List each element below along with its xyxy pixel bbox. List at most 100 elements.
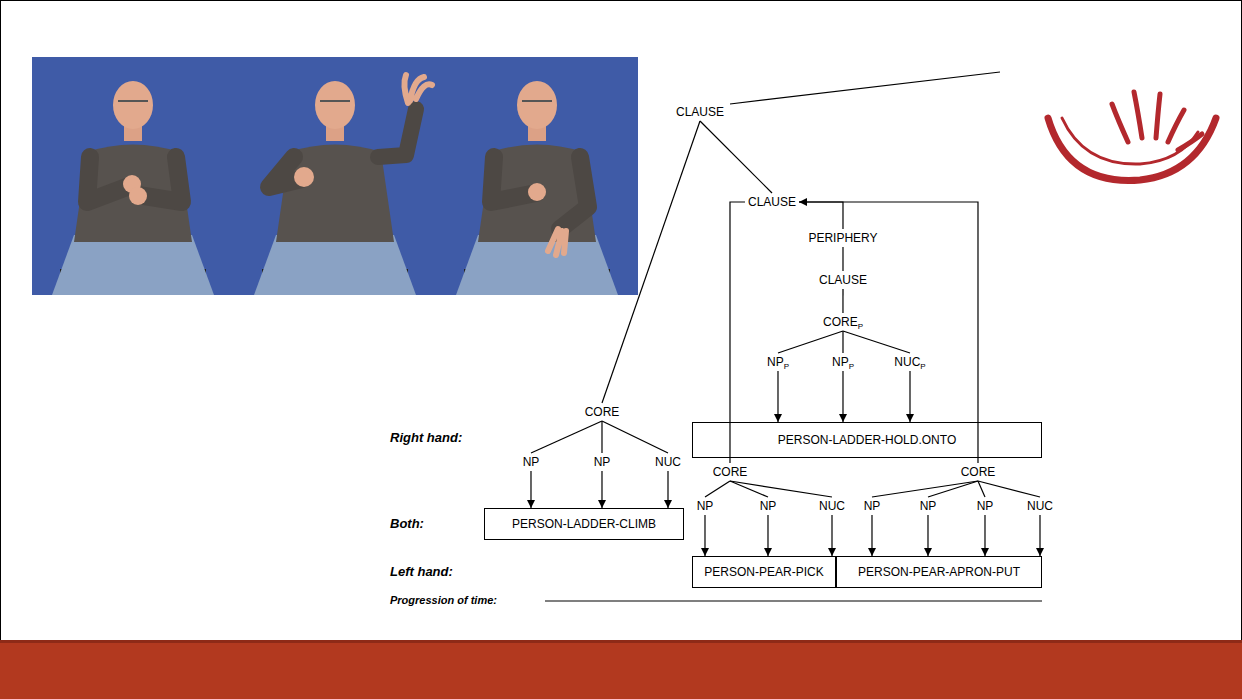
time-axis: [545, 600, 1042, 601]
tree-line: [978, 481, 985, 497]
logo: [1048, 92, 1216, 180]
node-text: NP: [977, 499, 994, 513]
node-text: PERSON-PEAR-PICK: [702, 565, 825, 579]
node-text: CORE: [961, 465, 996, 479]
node-text: NP: [920, 499, 937, 513]
node-text: NUC: [894, 355, 920, 369]
node-text: NP: [832, 355, 849, 369]
fist: [528, 183, 546, 201]
tree-line: [928, 481, 978, 497]
photo-ground: [32, 57, 234, 295]
node-text: PERSON-PEAR-APRON-PUT: [856, 565, 1022, 579]
node-text: NP: [767, 355, 784, 369]
tree-arrow: [831, 515, 832, 556]
tree-arrow: [909, 371, 910, 422]
node-text: CLAUSE: [748, 195, 796, 209]
tree-arrow: [667, 471, 668, 508]
tree-label: CORE: [959, 464, 998, 480]
node-text: NP: [594, 455, 611, 469]
tree-line: [799, 202, 978, 463]
tree-label: NPP: [765, 354, 791, 370]
tree-label: NP: [975, 498, 996, 514]
tree-arrow: [704, 515, 705, 556]
tree-line: [843, 331, 910, 353]
glasses: [118, 100, 148, 102]
tree-arrow: [927, 515, 928, 556]
tree-label: CLAUSE: [674, 104, 726, 120]
hand: [548, 229, 566, 255]
tree-label: NP: [862, 498, 883, 514]
subscript: P: [849, 362, 854, 371]
node-text: PERIPHERY: [808, 231, 877, 245]
tree-label: PERIPHERY: [806, 230, 879, 246]
head: [517, 81, 557, 129]
tree-line: [730, 481, 832, 497]
tree-label: CLAUSE: [817, 272, 869, 288]
tree-arrow: [984, 515, 985, 556]
event-box: PERSON-LADDER-HOLD.ONTO: [692, 422, 1042, 458]
event-box: PERSON-LADDER-CLIMB: [484, 508, 684, 540]
tree-label: NP: [695, 498, 716, 514]
signer-photo: [234, 57, 436, 295]
tree-line: [700, 121, 772, 193]
subscript: P: [920, 362, 925, 371]
node-text: NP: [760, 499, 777, 513]
node-text: CORE: [585, 405, 620, 419]
tree-line: [705, 481, 730, 497]
fist: [294, 167, 314, 187]
row-label: Left hand:: [390, 564, 453, 580]
tree-label: NP: [521, 454, 542, 470]
tree-line: [842, 289, 843, 313]
event-box: PERSON-PEAR-PICK: [692, 556, 836, 588]
tree-line: [842, 331, 843, 353]
tree-label: CORE: [583, 404, 622, 420]
tree-line: [531, 421, 602, 453]
tree-label: NUC: [1025, 498, 1055, 514]
node-text: NUC: [1027, 499, 1053, 513]
tree-label: NP: [592, 454, 613, 470]
tree-arrow: [777, 371, 778, 422]
tree-arrow: [842, 371, 843, 422]
glasses: [320, 100, 350, 102]
tree-arrow: [799, 202, 843, 229]
tree-label: NP: [758, 498, 779, 514]
tree-line: [842, 247, 843, 271]
tree-label: CORE: [711, 464, 750, 480]
tree-arrow: [530, 471, 531, 508]
tree-label: NUCP: [892, 354, 927, 370]
photo-ground: [436, 57, 638, 295]
node-text: NUC: [655, 455, 681, 469]
arm: [560, 157, 588, 229]
subscript: P: [784, 362, 789, 371]
tree-label: CLAUSE: [746, 194, 798, 210]
tree-line: [601, 421, 602, 453]
head: [315, 81, 355, 129]
tree-line: [602, 121, 700, 403]
sweater: [74, 145, 192, 243]
row-label: Right hand:: [390, 430, 462, 446]
logo-arc: [1048, 118, 1216, 180]
fist: [129, 187, 147, 205]
tree-line: [730, 202, 745, 463]
tree-line: [978, 481, 1040, 497]
event-box: PERSON-PEAR-APRON-PUT: [836, 556, 1042, 588]
node-text: CLAUSE: [819, 273, 867, 287]
jeans: [456, 235, 618, 295]
arm: [378, 109, 416, 157]
tree-label: NUC: [817, 498, 847, 514]
row-label: Both:: [390, 516, 424, 532]
node-text: CORE: [823, 315, 858, 329]
footer-bar: [0, 643, 1242, 699]
tree-label: NPP: [830, 354, 856, 370]
photo-ground: [234, 57, 436, 295]
tree-label: NUC: [653, 454, 683, 470]
head: [113, 81, 153, 129]
tree-label: NP: [918, 498, 939, 514]
tree-line: [602, 421, 668, 453]
sweater: [478, 145, 596, 243]
node-text: CORE: [713, 465, 748, 479]
jeans: [254, 235, 416, 295]
